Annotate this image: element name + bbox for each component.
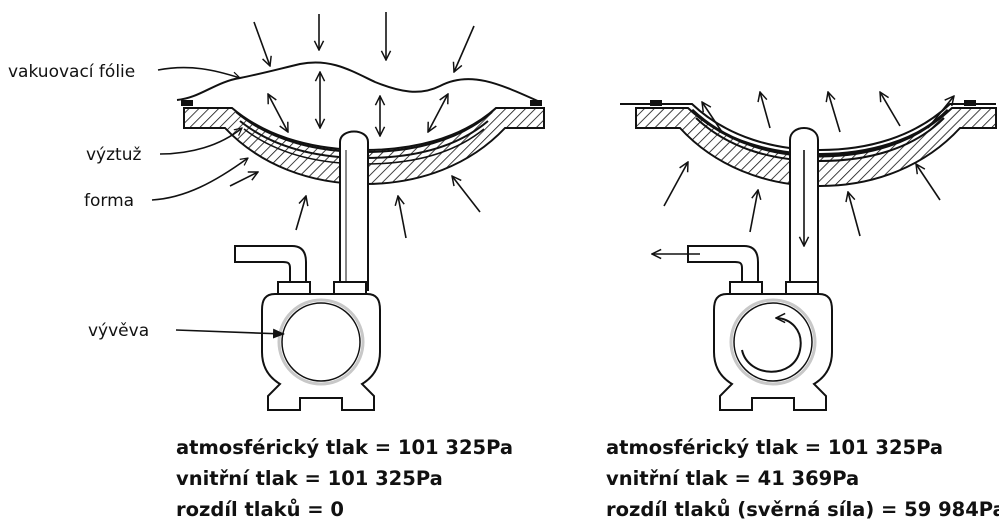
right-right-seal (964, 100, 976, 106)
vacuum-pump-icon (262, 282, 380, 410)
pressure-arrows-internal (268, 72, 448, 136)
right-left-seal (650, 100, 662, 106)
vacuum-pump-icon (714, 282, 832, 410)
right-seal (530, 100, 542, 106)
right-caption: atmosférický tlak = 101 325Pa vnitřní tl… (606, 432, 999, 525)
left-inner-pressure: vnitřní tlak = 101 325Pa (176, 463, 513, 494)
right-atmospheric-pressure: atmosférický tlak = 101 325Pa (606, 432, 999, 463)
left-seal (181, 100, 193, 106)
right-assembly (620, 92, 996, 410)
suction-pipe (340, 132, 368, 291)
left-assembly (152, 12, 544, 410)
right-pressure-difference: rozdíl tlaků (svěrná síla) = 59 984Pa (606, 494, 999, 525)
right-inner-pressure: vnitřní tlak = 41 369Pa (606, 463, 999, 494)
left-caption: atmosférický tlak = 101 325Pa vnitřní tl… (176, 432, 513, 525)
label-vacuum-pump: vývěva (88, 321, 149, 341)
vacuum-film (177, 62, 540, 102)
label-mold: forma (84, 191, 134, 211)
left-pressure-difference: rozdíl tlaků = 0 (176, 494, 513, 525)
label-vacuum-film: vakuovací fólie (8, 62, 135, 82)
pressure-arrows-top (254, 12, 474, 72)
pressure-arrows-top-right (702, 92, 954, 132)
label-reinforcement: výztuž (86, 145, 141, 165)
left-atmospheric-pressure: atmosférický tlak = 101 325Pa (176, 432, 513, 463)
